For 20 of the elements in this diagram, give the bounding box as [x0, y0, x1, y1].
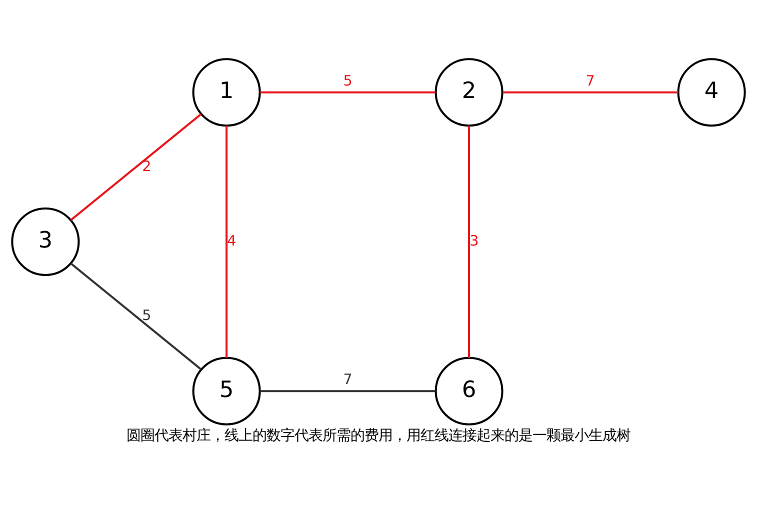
connector	[260, 390, 436, 392]
edge-label: 7	[586, 72, 595, 89]
node-circle: 5	[192, 356, 261, 425]
edge-label: 3	[470, 233, 479, 250]
node-circle: 3	[11, 206, 80, 276]
edge-label: 5	[343, 72, 352, 89]
edge-label: 7	[343, 372, 352, 388]
node-circle: 1	[192, 58, 261, 126]
edge-label: 4	[227, 233, 236, 250]
connector	[502, 90, 678, 93]
edge-label: 5	[142, 308, 152, 324]
node-circle: 2	[434, 58, 504, 126]
connector	[70, 112, 202, 220]
connector	[468, 125, 470, 358]
node-circle: 6	[434, 356, 504, 425]
caption: 圆圈代表村庄，线上的数字代表所需的费用，用红线连接起来的是一颗最小生成树	[126, 427, 630, 444]
connector	[226, 125, 228, 358]
connector	[260, 90, 436, 93]
node-circle: 4	[677, 58, 746, 126]
connector	[70, 262, 202, 370]
